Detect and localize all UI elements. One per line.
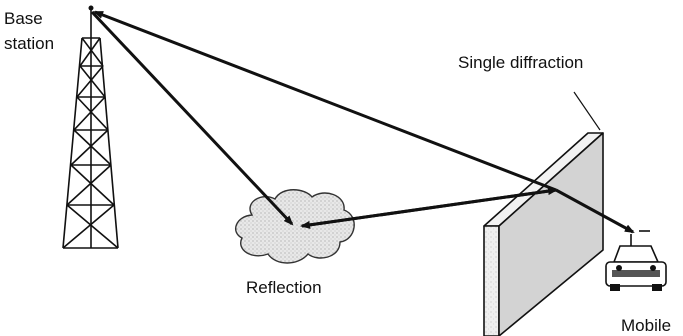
path-diffraction-to-mobile [555, 188, 635, 234]
single-diffraction-label: Single diffraction [458, 53, 583, 72]
mobile-car-icon [605, 230, 667, 291]
diffraction-callout-line [573, 91, 601, 131]
antenna-tip [88, 5, 94, 11]
reflection-cloud [234, 189, 355, 264]
base-station-tower [62, 8, 119, 249]
path-wall-to-reflection [300, 188, 557, 229]
reflection-label: Reflection [246, 278, 322, 297]
path-base-to-reflection [90, 10, 294, 226]
mobile-label: Mobile [621, 316, 671, 335]
base-station-label-line2: station [4, 34, 54, 53]
diffracting-wall [483, 132, 604, 336]
propagation-paths [90, 10, 635, 234]
base-station-label-line1: Base [4, 9, 43, 28]
los-path-to-base-station [93, 10, 557, 192]
